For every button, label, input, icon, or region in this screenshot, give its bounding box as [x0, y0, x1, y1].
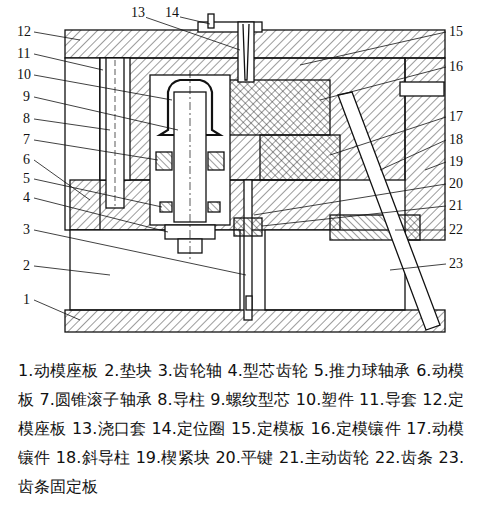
leader-lines — [34, 266, 110, 275]
callout-number: 11 — [16, 47, 31, 61]
mold-section — [0, 0, 480, 350]
callout-number: 8 — [22, 112, 31, 126]
angle-pin — [338, 82, 444, 330]
callout-number: 7 — [22, 133, 31, 147]
callout-number: 5 — [22, 172, 31, 186]
core-and-part — [156, 152, 172, 170]
leader-lines — [34, 160, 90, 200]
callout-number: 6 — [22, 153, 31, 167]
leader-lines — [380, 140, 446, 170]
leader-lines — [34, 230, 246, 275]
plates — [70, 230, 240, 310]
leader-lines — [330, 117, 446, 155]
core-and-part — [208, 152, 224, 170]
leader-lines — [300, 32, 446, 65]
sprue — [198, 14, 262, 82]
plates — [215, 80, 330, 135]
leader-lines — [395, 230, 446, 231]
leader-lines — [34, 119, 110, 130]
leader-lines — [34, 140, 158, 160]
callout-number: 16 — [448, 60, 464, 74]
plates — [265, 230, 405, 310]
callout-number: 2 — [22, 259, 31, 273]
leader-lines — [34, 300, 80, 320]
leader-lines — [262, 206, 446, 226]
leader-lines — [425, 162, 446, 170]
angle-pin — [338, 92, 440, 330]
guide-pillar — [115, 60, 116, 206]
plates — [65, 30, 445, 58]
leader-lines — [34, 75, 172, 100]
angle-pin — [400, 82, 444, 96]
leader-lines — [34, 32, 80, 40]
plates — [260, 135, 340, 180]
sprue — [208, 14, 214, 28]
callout-number: 15 — [448, 25, 464, 39]
sprue — [243, 24, 249, 80]
core-and-part — [190, 70, 191, 262]
guide-pillar — [100, 58, 130, 208]
leader-lines — [390, 264, 446, 270]
core-and-part — [150, 70, 230, 262]
callout-number: 21 — [448, 199, 464, 213]
leader-lines — [320, 67, 446, 100]
gear-shaft — [246, 296, 252, 310]
leader-lines — [34, 198, 168, 232]
callout-number: 19 — [448, 155, 464, 169]
callout-number: 22 — [448, 223, 464, 237]
callout-number: 23 — [448, 257, 464, 271]
gear-shaft — [244, 180, 252, 320]
callout-number: 17 — [448, 110, 464, 124]
callout-number: 1 — [22, 293, 31, 307]
gear-shaft — [234, 218, 262, 236]
gear-shaft — [234, 180, 262, 320]
leader-lines — [254, 184, 446, 215]
callout-number: 3 — [22, 223, 31, 237]
callout-number: 10 — [16, 68, 32, 82]
core-and-part — [208, 202, 220, 212]
leader-lines — [142, 16, 240, 50]
plates — [65, 30, 445, 332]
callout-number: 12 — [16, 25, 32, 39]
callout-number: 18 — [448, 133, 464, 147]
callout-number: 20 — [448, 177, 464, 191]
sprue — [238, 22, 254, 82]
leader-lines — [176, 16, 210, 24]
caption: 1.动模座板 2.垫块 3.齿轮轴 4.型芯齿轮 5.推力球轴承 6.动模板 7… — [18, 356, 464, 501]
leader-lines — [34, 16, 446, 320]
leader-lines — [34, 54, 103, 70]
callout-number: 13 — [130, 6, 146, 20]
guide-pillar — [106, 58, 124, 208]
callout-number: 4 — [22, 191, 31, 205]
callout-number: 9 — [22, 90, 31, 104]
leader-lines — [34, 179, 162, 207]
leader-lines — [34, 97, 178, 130]
plates — [65, 310, 445, 332]
callout-number: 14 — [164, 6, 180, 20]
